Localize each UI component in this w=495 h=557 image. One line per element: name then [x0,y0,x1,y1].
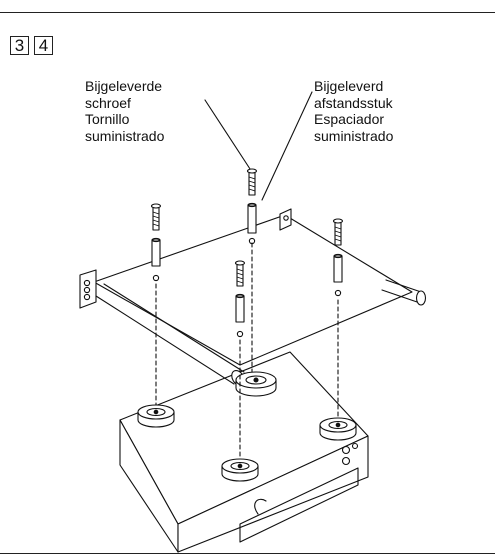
screw-spacer-set-left [150,203,162,282]
screw-leader-line [204,99,253,173]
alignment-lines [155,242,339,460]
right-rail [381,279,425,304]
screw-label-line-2: schroef [85,94,131,111]
right-bracket [279,208,292,231]
foot-left [137,404,175,428]
front-rail [95,283,245,385]
spacer-label-line-1: Bijgeleverd [314,78,384,94]
left-bracket [79,269,97,309]
foot-right [319,417,357,441]
spacer-label-line-4: suministrado [314,127,394,144]
foot-front [221,458,259,482]
power-cable [254,498,267,515]
screw-spacer-set-center-front [234,260,246,338]
step-number-4: 4 [34,36,53,55]
spacer-label-line-3: Espaciador [314,111,385,127]
spacer-callout-label: Bijgeleverd afstandsstuk Espaciador sumi… [314,78,393,144]
connector-jack-1 [341,445,351,455]
spacer-label-line-2: afstandsstuk [314,94,393,111]
step-number-3: 3 [10,36,29,55]
screw-spacer-set-center-back [246,168,258,245]
screw-label-line-4: suministrado [85,127,165,144]
front-panel [239,467,359,543]
screw-spacer-set-right [332,218,344,297]
connector-jack-2 [341,456,351,466]
connector-jack-3 [351,442,359,450]
mounting-shelf [79,208,427,387]
screw-label-line-1: Bijgeleverde [85,78,163,94]
top-rule [0,12,495,13]
screw-callout-label: Bijgeleverde schroef Tornillo suministra… [85,78,164,144]
screw-label-line-3: Tornillo [85,111,130,127]
spacer-leader-line [261,91,313,201]
bottom-rule [0,553,495,554]
foot-center [235,371,277,397]
